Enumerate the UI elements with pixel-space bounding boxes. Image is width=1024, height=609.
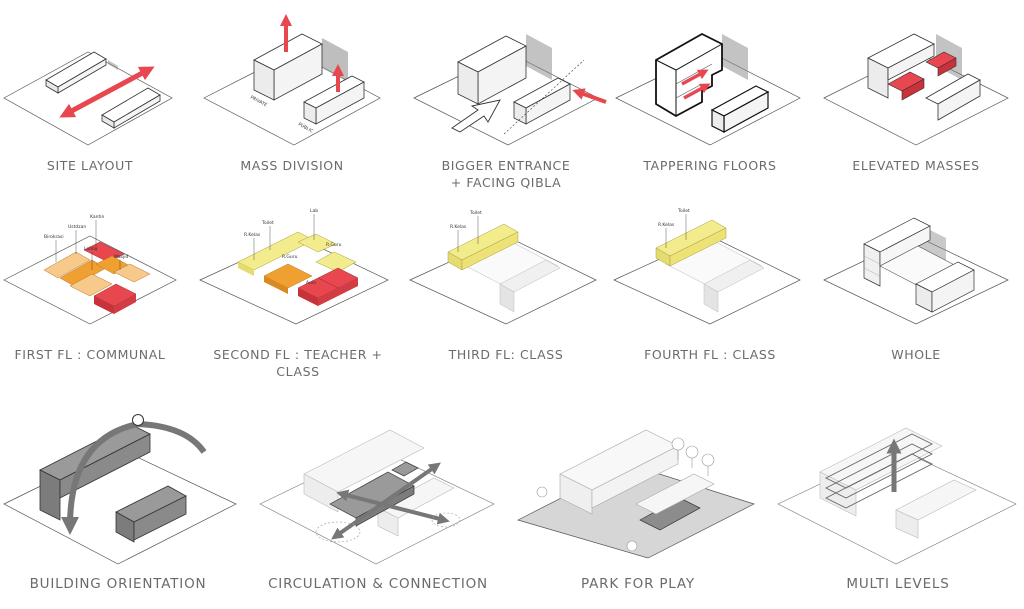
label-rkelas: R.Kelas — [244, 232, 261, 238]
bigger-entrance-drawing — [413, 34, 607, 146]
elevated-masses-drawing — [823, 33, 1009, 146]
label-rguru-1: R.Guru — [326, 242, 342, 248]
diagram-first-fl: Kantin Ustdzan Birokrasi Lobby Masjid FI… — [0, 200, 180, 370]
label-toilet: Toilet — [261, 220, 274, 226]
label-kantin: Kantin — [90, 214, 104, 220]
site-layout-drawing — [3, 51, 173, 146]
diagram-bigger-entrance: BIGGER ENTRANCE + FACING QIBLA — [408, 0, 607, 190]
label-birokrasi: Birokrasi — [44, 234, 64, 240]
tappering-floors-drawing — [615, 32, 801, 146]
diagram-fourth-fl: Toilet R.Kelas FOURTH FL : CLASS — [612, 200, 808, 370]
label-toilet-4: Toilet — [677, 208, 690, 214]
diagram-building-orientation: BUILDING ORIENTATION — [0, 408, 237, 608]
caption-tappering-floors: TAPPERING FLOORS — [643, 158, 777, 173]
caption-site-layout: SITE LAYOUT — [46, 158, 134, 173]
caption-elevated-masses: ELEVATED MASSES — [852, 158, 980, 173]
caption-whole: WHOLE — [891, 347, 941, 362]
fourth-fl-drawing: Toilet R.Kelas — [613, 208, 801, 325]
third-fl-drawing: Toilet R.Kelas — [409, 210, 597, 325]
first-fl-drawing: Kantin Ustdzan Birokrasi Lobby Masjid — [3, 214, 177, 325]
building-orientation-drawing — [3, 414, 237, 565]
diagram-multi-levels: MULTI LEVELS — [776, 408, 1020, 608]
second-fl-drawing: Lab Toilet R.Kelas R.Guru R.Guru Aula — [199, 208, 389, 325]
label-masjid: Masjid — [114, 254, 128, 260]
diagram-mass-division: PRIVATE PUBLIC MASS DIVISION — [198, 0, 386, 180]
caption-third-fl: THIRD FL: CLASS — [448, 347, 564, 362]
label-rguru-2: R.Guru — [282, 254, 298, 260]
label-ustdzan: Ustdzan — [68, 224, 86, 230]
circulation-drawing — [259, 429, 495, 565]
caption-mass-division: MASS DIVISION — [240, 158, 344, 173]
diagram-third-fl: Toilet R.Kelas THIRD FL: CLASS — [408, 200, 604, 370]
caption-fourth-fl: FOURTH FL : CLASS — [644, 347, 776, 362]
caption-second-fl: SECOND FL : TEACHER + CLASS — [213, 347, 383, 379]
multi-levels-drawing — [777, 427, 1017, 565]
caption-multi-levels: MULTI LEVELS — [846, 576, 950, 592]
diagram-whole: WHOLE — [818, 200, 1014, 370]
diagram-park: PARK FOR PLAY — [517, 408, 758, 608]
label-rkelas-3: R.Kelas — [450, 224, 467, 230]
label-rkelas-4: R.Kelas — [658, 222, 675, 228]
diagram-second-fl: Lab Toilet R.Kelas R.Guru R.Guru Aula SE… — [198, 200, 398, 379]
diagram-circulation: CIRCULATION & CONNECTION — [258, 408, 498, 608]
diagram-tappering-floors: TAPPERING FLOORS — [612, 0, 808, 180]
caption-bigger-entrance-1: BIGGER ENTRANCE — [441, 158, 571, 173]
caption-first-fl: FIRST FL : COMMUNAL — [14, 347, 166, 362]
whole-drawing — [823, 217, 1009, 325]
caption-bigger-entrance-2: + FACING QIBLA — [450, 175, 562, 190]
caption-circulation: CIRCULATION & CONNECTION — [268, 576, 488, 592]
mass-division-drawing: PRIVATE PUBLIC — [203, 14, 381, 146]
caption-park: PARK FOR PLAY — [581, 576, 695, 592]
label-toilet-3: Toilet — [469, 210, 482, 216]
label-aula: Aula — [306, 280, 316, 286]
caption-building-orientation: BUILDING ORIENTATION — [29, 576, 207, 592]
label-lobby: Lobby — [84, 246, 98, 252]
diagram-elevated-masses: ELEVATED MASSES — [818, 0, 1014, 180]
park-drawing — [517, 429, 755, 559]
label-lab: Lab — [310, 208, 318, 214]
diagram-site-layout: SITE LAYOUT — [0, 0, 180, 180]
